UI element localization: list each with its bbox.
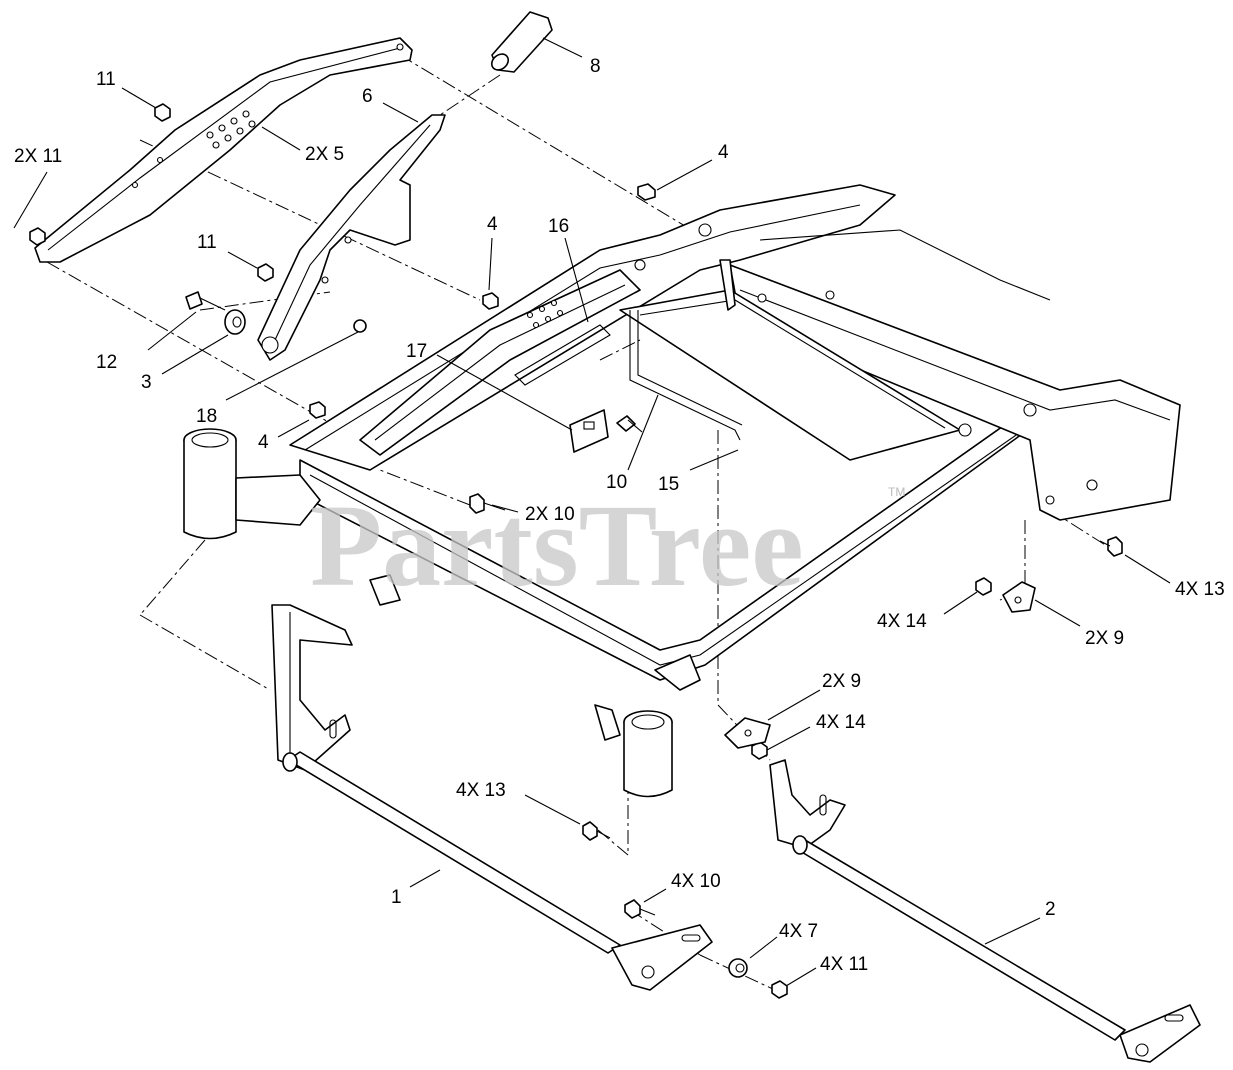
callout-17: 17 xyxy=(406,341,427,362)
callout-4x11: 4X 11 xyxy=(820,954,868,975)
callout-4-top: 4 xyxy=(718,142,729,163)
callout-4x13-left: 4X 13 xyxy=(456,780,506,801)
callout-4-middle: 4 xyxy=(487,214,498,235)
callout-18: 18 xyxy=(196,406,217,427)
bracket-part-6 xyxy=(257,114,446,361)
callout-4x14-right: 4X 14 xyxy=(877,611,927,632)
callout-4-bottom: 4 xyxy=(258,432,269,453)
callout-labels: 11 2X 11 2X 5 6 8 4 11 4 16 17 12 3 18 4… xyxy=(14,56,1225,975)
callout-1: 1 xyxy=(391,887,402,908)
watermark-trademark: TM xyxy=(888,485,905,499)
pivot-bar-part-2 xyxy=(769,759,1201,1063)
pivot-bar-part-1 xyxy=(271,604,713,991)
callout-4x10: 4X 10 xyxy=(671,871,721,892)
watermark: PartsTree TM xyxy=(310,480,905,611)
callout-16: 16 xyxy=(548,216,569,237)
decal-part-17 xyxy=(569,409,609,453)
callout-2x11: 2X 11 xyxy=(14,146,62,167)
leader-lines xyxy=(13,37,1171,987)
callout-12: 12 xyxy=(96,352,117,373)
callout-2x9-left: 2X 9 xyxy=(822,671,861,692)
callout-2x10: 2X 10 xyxy=(525,504,575,525)
callout-2x9-right: 2X 9 xyxy=(1085,628,1124,649)
callout-6: 6 xyxy=(362,86,373,107)
callout-11-top: 11 xyxy=(96,69,116,90)
callout-4x14-left: 4X 14 xyxy=(816,712,866,733)
callout-15: 15 xyxy=(658,474,679,495)
callout-8: 8 xyxy=(590,56,601,77)
side-plate-holes xyxy=(131,43,404,189)
watermark-text: PartsTree xyxy=(310,480,804,611)
hardware xyxy=(29,103,1123,999)
callout-4x13-right: 4X 13 xyxy=(1175,579,1225,600)
callout-2: 2 xyxy=(1045,899,1056,920)
callout-3: 3 xyxy=(141,372,152,393)
callout-10: 10 xyxy=(606,472,627,493)
side-plate-part-5 xyxy=(34,37,413,263)
grip-part-8 xyxy=(490,11,553,73)
callout-4x7: 4X 7 xyxy=(779,921,818,942)
callout-2x5: 2X 5 xyxy=(305,144,344,165)
callout-11-middle: 11 xyxy=(197,232,217,253)
